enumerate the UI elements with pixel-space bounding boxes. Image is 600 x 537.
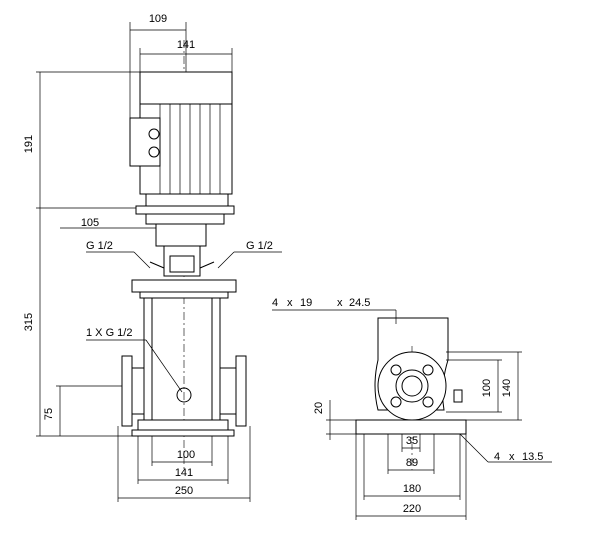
- holes-top-19: 19: [300, 297, 312, 309]
- dim-220: 220: [403, 503, 421, 515]
- dim-75: 75: [43, 408, 55, 420]
- holes-top-245: 24.5: [349, 297, 370, 309]
- pump-body: [143, 298, 221, 420]
- dim-141-bottom: 141: [175, 467, 193, 479]
- dim-140-side: 140: [501, 379, 513, 397]
- flange-base: [355, 419, 467, 435]
- label-drain: 1 X G 1/2: [86, 327, 132, 339]
- base: [131, 419, 235, 437]
- motor: [129, 71, 235, 215]
- holes-top-x2: x: [337, 297, 343, 309]
- terminal-box: [129, 117, 161, 167]
- dim-89: 89: [406, 457, 418, 469]
- holes-top-x1: x: [287, 297, 293, 309]
- dim-315: 315: [23, 313, 35, 331]
- label-port-right: G 1/2: [246, 240, 273, 252]
- pipe-flanges: [121, 355, 247, 427]
- dim-191: 191: [23, 135, 35, 153]
- flange-circle: [377, 351, 447, 421]
- flange-view: [272, 309, 552, 520]
- coupling: [145, 213, 225, 277]
- front-view: 109 141 191 105 315 75 100 141 250 G 1/2…: [23, 13, 282, 502]
- dim-141-top: 141: [177, 39, 195, 51]
- dim-100-side: 100: [481, 379, 493, 397]
- holes-bot-x: x: [509, 451, 515, 463]
- holes-bot-135: 13.5: [522, 451, 543, 463]
- label-port-left: G 1/2: [86, 240, 113, 252]
- dim-109: 109: [149, 13, 167, 25]
- front-dimensions: [36, 22, 282, 502]
- dim-35: 35: [406, 435, 418, 447]
- holes-bot-count: 4: [494, 451, 500, 463]
- dim-250: 250: [175, 485, 193, 497]
- dim-105: 105: [81, 217, 99, 229]
- dim-180: 180: [403, 483, 421, 495]
- dim-100-bottom: 100: [177, 449, 195, 461]
- pump-head: [131, 279, 237, 299]
- holes-top-count: 4: [272, 297, 278, 309]
- dim-20: 20: [313, 402, 325, 414]
